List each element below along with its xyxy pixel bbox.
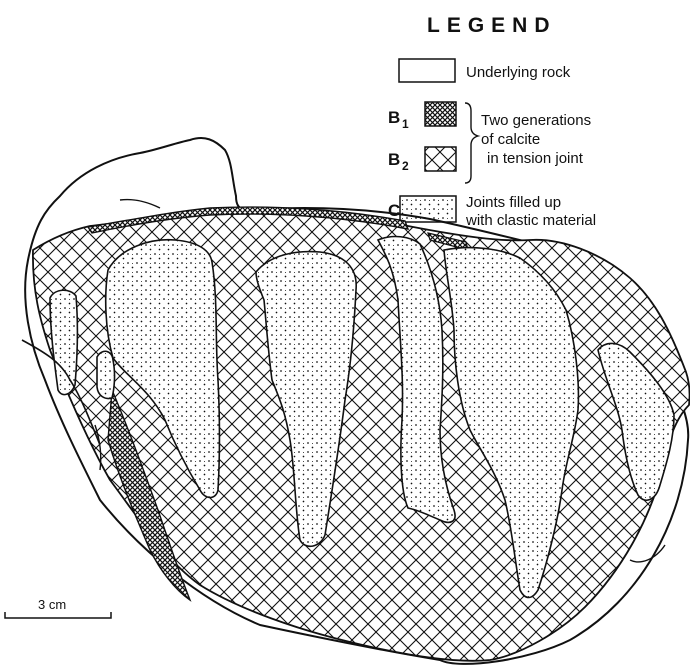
legend-key-b1: B <box>388 108 400 127</box>
scale-bar-label: 3 cm <box>38 597 66 612</box>
scale-bar-line <box>5 612 111 618</box>
clastic-joint-1 <box>50 290 77 394</box>
fracture-line-upper <box>120 200 160 208</box>
clastic-joint-2 <box>97 351 115 398</box>
legend-swatch-calcite-b1 <box>425 102 456 126</box>
legend-title: LEGEND <box>427 14 557 37</box>
legend-brace-line-3: in tension joint <box>487 150 584 167</box>
legend-key-b1-sub: 1 <box>402 117 409 131</box>
fracture-line-right <box>630 545 665 562</box>
legend-brace <box>465 103 478 183</box>
legend-brace-line-1: Two generations <box>481 112 591 129</box>
legend-brace-line-2: of calcite <box>481 131 540 148</box>
scale-bar: 3 cm <box>5 597 111 618</box>
legend-key-b2: B <box>388 150 400 169</box>
legend-swatch-underlying-rock <box>399 59 455 82</box>
legend-label-clastic-line-2: with clastic material <box>465 212 596 229</box>
legend: LEGEND A Underlying rock B 1 Two generat… <box>388 14 596 229</box>
legend-label-clastic-line-1: Joints filled up <box>466 194 561 211</box>
legend-key-c: C <box>388 201 400 220</box>
legend-swatch-calcite-b2 <box>425 147 456 171</box>
legend-key-b2-sub: 2 <box>402 159 409 173</box>
legend-label-underlying-rock: Underlying rock <box>466 64 571 81</box>
